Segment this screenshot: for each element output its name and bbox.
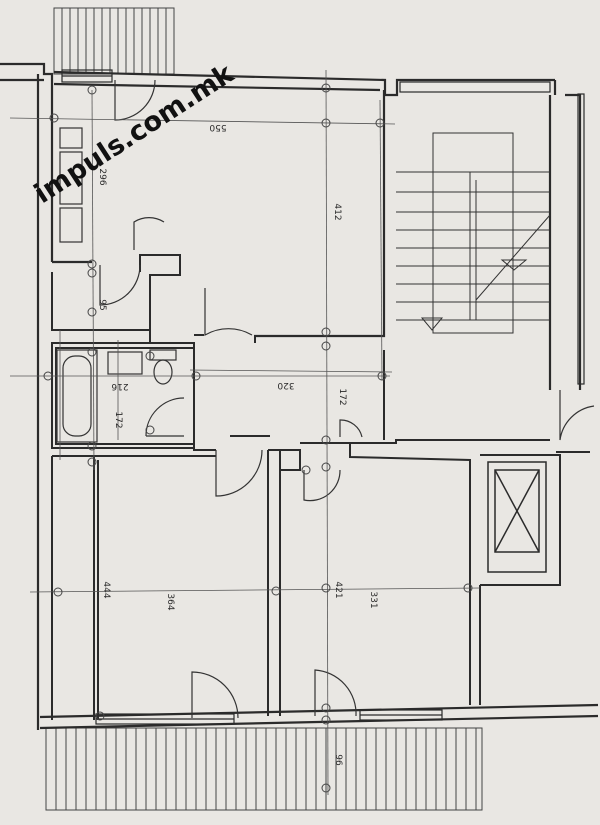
dim-172-bath: 172 [113,411,123,428]
dim-95: 95 [97,299,107,310]
dim-550: 550 [209,122,226,132]
staircase [396,132,551,334]
dim-444: 444 [101,581,111,598]
interior-walls [51,254,590,720]
dim-331: 331 [368,591,378,608]
dim-96: 96 [333,754,343,766]
elevator-shaft [487,461,547,573]
dim-296: 296 [97,168,107,185]
windows [61,69,585,725]
dim-216: 216 [111,381,128,391]
exterior-walls [0,62,599,730]
dim-421: 421 [333,581,343,598]
dimension-lines [9,69,481,796]
dimension-markers [43,83,473,793]
bathroom-fixtures [56,127,185,443]
dim-412: 412 [332,203,342,220]
bottom-balcony [45,727,483,811]
dim-364: 364 [165,593,175,610]
dim-172-hall: 172 [337,388,347,405]
dim-320: 320 [277,380,294,390]
